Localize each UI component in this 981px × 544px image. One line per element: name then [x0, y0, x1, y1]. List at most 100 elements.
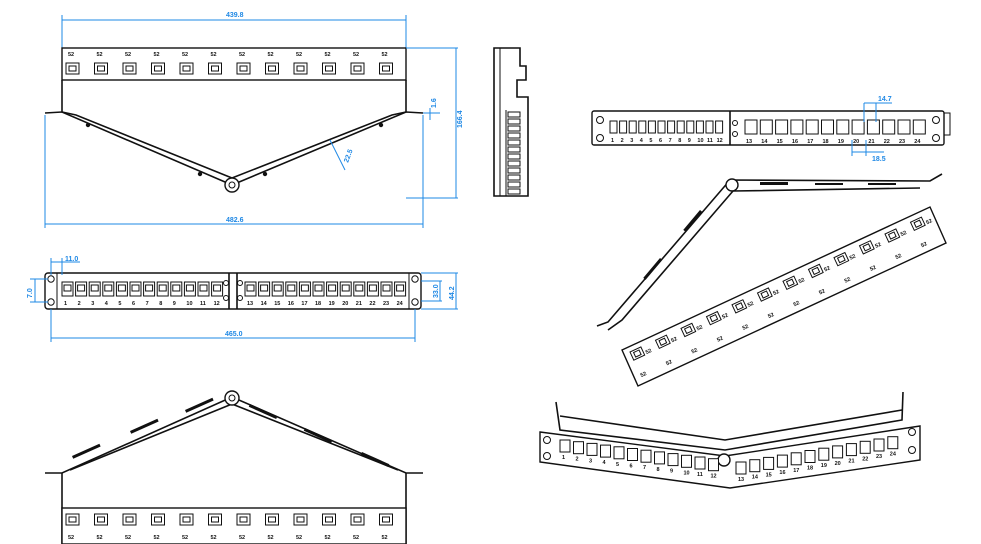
port: [759, 119, 773, 135]
port: [613, 446, 625, 460]
angle-dim-label: 22.5: [343, 148, 354, 163]
port-number: 17: [793, 468, 799, 474]
keystone-label: 52: [767, 312, 775, 320]
overall-width-dim-label: 465.0: [225, 331, 243, 338]
keystone-label: 52: [239, 52, 245, 58]
keystone-module: 52: [756, 287, 780, 302]
port-number: 19: [838, 139, 844, 145]
port-width-dim-label: 14.7: [878, 96, 892, 103]
keystone-label: 52: [742, 324, 750, 332]
keystone-module: 52: [640, 371, 648, 379]
port: [836, 119, 850, 135]
keystone-label: 52: [691, 347, 699, 355]
port-number: 24: [397, 301, 404, 307]
port-jack: [341, 284, 350, 292]
port: [776, 454, 788, 468]
port-jack: [328, 284, 337, 292]
keystone-label: 52: [645, 348, 653, 356]
keystone-module: 52: [629, 346, 653, 361]
port: [600, 444, 611, 458]
port-jack: [287, 284, 296, 292]
keystone-module: 52: [767, 312, 775, 320]
port: [559, 439, 571, 453]
port: [676, 120, 685, 134]
port-number: 7: [146, 301, 149, 307]
port-number: 14: [261, 301, 268, 307]
port: [832, 445, 844, 459]
keystone-module: 52: [665, 359, 673, 367]
keystone-label: 52: [97, 535, 103, 541]
keystone-label: 52: [211, 535, 217, 541]
side-view-modules: [507, 111, 521, 195]
keystone-label: 52: [670, 336, 678, 344]
port: [586, 442, 598, 456]
port: [821, 119, 834, 135]
side-module: [507, 146, 521, 153]
keystone-module: 52: [716, 336, 724, 344]
port-number: 10: [684, 470, 690, 476]
keystone-label: 52: [721, 313, 729, 321]
port: [851, 119, 865, 135]
port-jack: [172, 284, 181, 292]
keystone-module: 52: [705, 310, 729, 326]
port-number: 16: [779, 470, 785, 476]
port: [681, 454, 692, 468]
keystone-label: 52: [296, 52, 302, 58]
port: [882, 119, 896, 135]
port: [887, 436, 899, 450]
port-jack: [185, 284, 194, 292]
port: [818, 447, 830, 461]
port: [654, 451, 665, 465]
keystone-module: 52: [920, 241, 928, 249]
port-number: 17: [807, 139, 813, 145]
keystone-label: 52: [182, 52, 188, 58]
keystone-label: 52: [874, 242, 882, 250]
port: [735, 461, 747, 475]
keystone-label: 52: [68, 535, 74, 541]
keystone-module: 52: [858, 240, 882, 255]
keystone-module: 52: [654, 334, 678, 350]
keystone-label: 52: [353, 52, 359, 58]
port-number: 1: [64, 301, 67, 307]
keystone-module: 52: [844, 277, 852, 285]
port-number: 12: [711, 474, 717, 480]
keystone-label: 52: [793, 300, 801, 308]
keystone-module: 52: [680, 322, 704, 338]
port-number: 5: [118, 301, 121, 307]
port-number: 3: [630, 138, 633, 144]
keystone-module: 52: [691, 347, 699, 355]
port: [715, 120, 724, 134]
keystone-label: 52: [325, 535, 331, 541]
keystone-label: 52: [154, 52, 160, 58]
keystone-module: 52: [895, 253, 903, 261]
keystone-label: 52: [818, 288, 826, 296]
rotated-panel-view: 5252525252525252525252525252525252525252…: [596, 173, 947, 387]
port-number: 16: [792, 139, 798, 145]
port-number: 6: [630, 464, 633, 470]
port-jack: [158, 284, 167, 292]
port-number: 2: [621, 138, 624, 144]
port-jack: [104, 284, 113, 292]
port-number: 22: [862, 456, 868, 462]
keystone-label: 52: [798, 277, 806, 285]
depth-dim-label: 166.4: [457, 110, 464, 128]
port: [805, 119, 819, 135]
port-number: 9: [670, 469, 673, 475]
port: [804, 450, 816, 463]
keystone-label: 52: [849, 254, 857, 262]
keystone-label: 52: [925, 218, 933, 226]
keystone-module: 52: [818, 288, 826, 296]
port-number: 18: [807, 466, 813, 472]
keystone-module: 52: [909, 216, 933, 232]
port-number: 10: [186, 301, 192, 307]
keystone-label: 52: [382, 52, 388, 58]
port-number: 2: [78, 301, 81, 307]
side-module: [507, 174, 521, 181]
keystone-label: 52: [154, 535, 160, 541]
port-number: 17: [301, 301, 307, 307]
